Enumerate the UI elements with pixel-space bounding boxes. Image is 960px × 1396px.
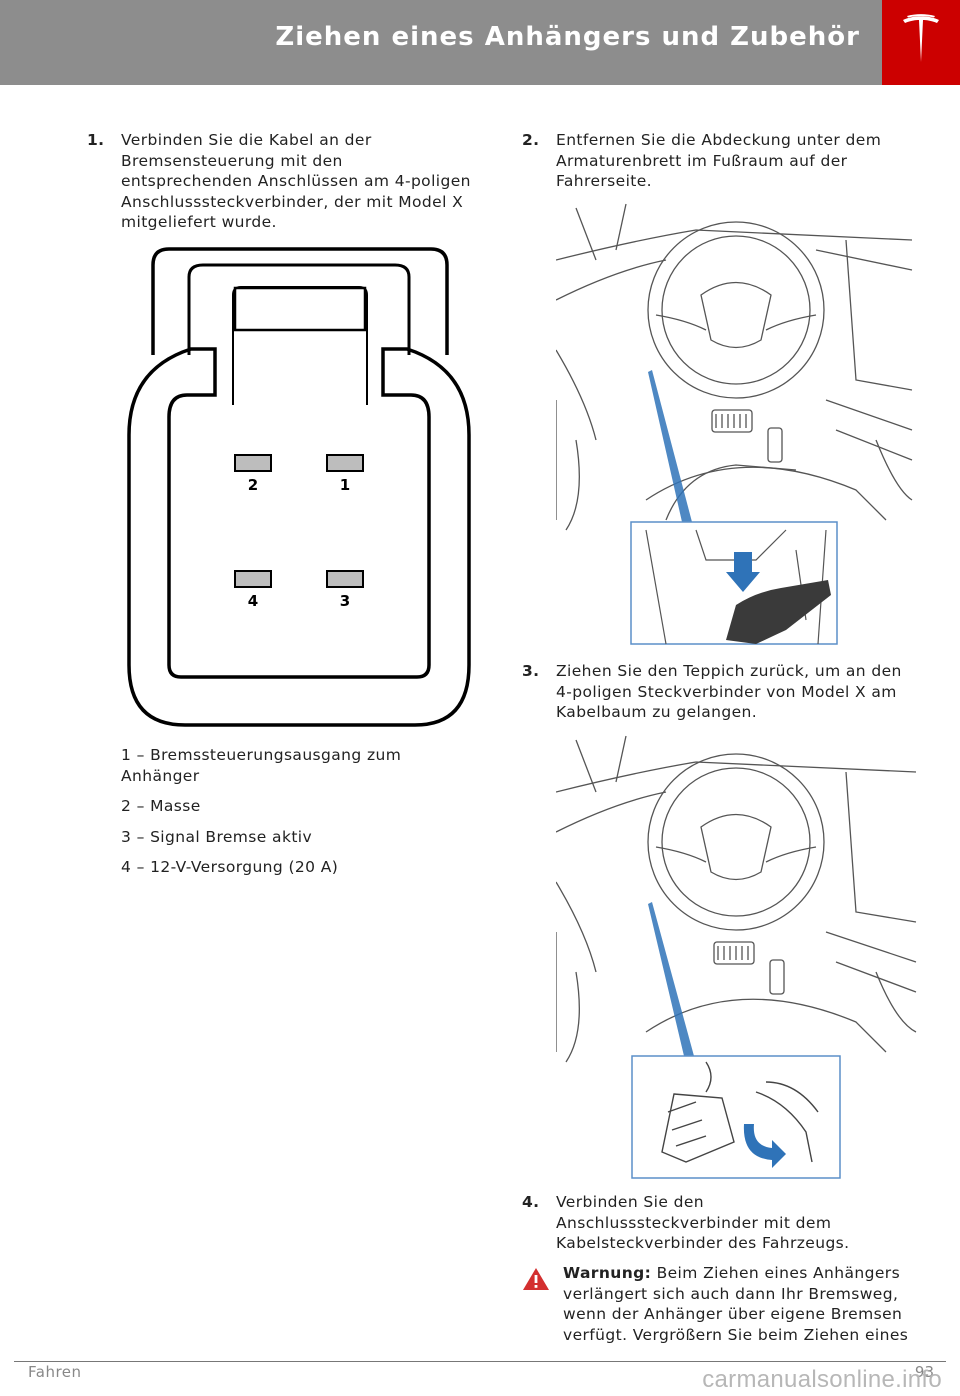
- pin-1-label: 1: [340, 476, 350, 494]
- footer-section: Fahren: [28, 1363, 82, 1381]
- warning-text: Warnung: Beim Ziehen eines Anhängers ver…: [563, 1263, 923, 1345]
- pin-legend: 1 – Bremssteuerungsausgang zum Anhänger …: [121, 745, 461, 878]
- watermark: carmanualsonline.info: [702, 1366, 942, 1393]
- step-number: 3.: [522, 662, 540, 680]
- warning-body: Beim Ziehen eines Anhängers verlängert s…: [563, 1264, 909, 1344]
- step-text: Ziehen Sie den Teppich zurück, um an den…: [556, 662, 902, 721]
- connector-diagram: 2 1 4 3: [127, 247, 471, 727]
- legend-item: 3 – Signal Bremse aktiv: [121, 827, 313, 846]
- warning-triangle-icon: [523, 1268, 549, 1290]
- step-text: Verbinden Sie den Anschlusssteckverbinde…: [556, 1193, 850, 1252]
- pin-4-label: 4: [248, 592, 258, 610]
- step-text: Entfernen Sie die Abdeckung unter dem Ar…: [556, 131, 882, 190]
- legend-item: 1 – Bremssteuerungsausgang zum Anhänger: [121, 746, 402, 785]
- step-number: 1.: [87, 131, 105, 149]
- page-header: Ziehen eines Anhängers und Zubehör: [0, 0, 882, 85]
- brand-logo-box: [882, 0, 960, 85]
- carpet-connector-illustration: [556, 735, 917, 1179]
- step-number: 2.: [522, 131, 540, 149]
- legend-item: 2 – Masse: [121, 797, 201, 815]
- page-title: Ziehen eines Anhängers und Zubehör: [275, 22, 860, 52]
- tesla-logo-icon: [903, 14, 939, 62]
- pin-1-slot: [326, 454, 364, 472]
- page-number: 93: [914, 1363, 934, 1381]
- dashboard-cover-illustration: [556, 203, 913, 645]
- warning-label: Warnung:: [563, 1264, 652, 1282]
- pin-3-label: 3: [340, 592, 350, 610]
- pin-2-label: 2: [248, 476, 258, 494]
- pin-3-slot: [326, 570, 364, 588]
- footer-divider: [14, 1361, 946, 1362]
- pin-2-slot: [234, 454, 272, 472]
- legend-item: 4 – 12-V-Versorgung (20 A): [121, 858, 339, 876]
- pointer-arrow-shape: [648, 370, 692, 522]
- pin-4-slot: [234, 570, 272, 588]
- down-arrow-icon: [726, 552, 760, 592]
- curved-arrow-icon: [743, 1124, 786, 1168]
- step-number: 4.: [522, 1193, 540, 1211]
- step-text: Verbinden Sie die Kabel an der Bremsenst…: [121, 131, 471, 231]
